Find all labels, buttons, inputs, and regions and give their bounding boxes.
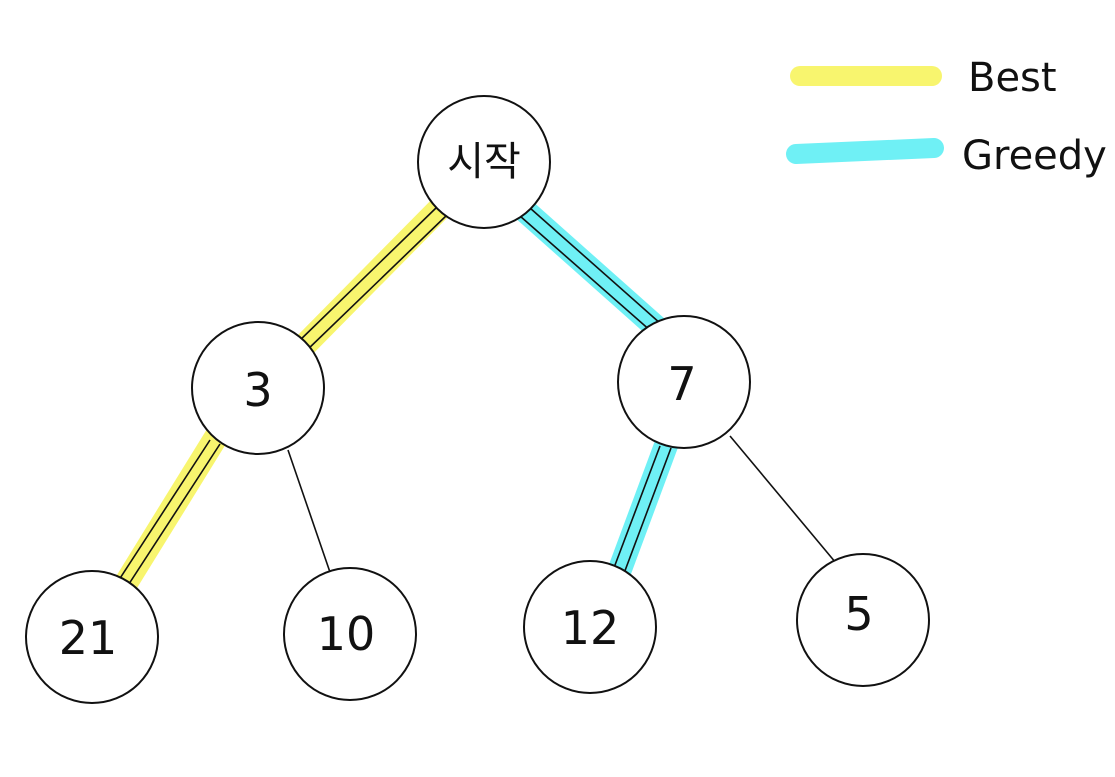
tree-node-root: 시작 bbox=[417, 95, 551, 229]
legend-greedy-label: Greedy bbox=[962, 133, 1107, 179]
tree-node-root-label: 시작 bbox=[447, 139, 521, 185]
edge-root-to-3-a bbox=[295, 206, 438, 345]
tree-node-10-label: 10 bbox=[317, 607, 376, 661]
greedy-highlight-7-to-12 bbox=[604, 428, 680, 592]
edge-3-to-10 bbox=[287, 449, 333, 579]
edge-3-to-21-a bbox=[114, 439, 211, 587]
tree-node-21: 21 bbox=[25, 570, 159, 704]
edge-root-to-7-a bbox=[519, 215, 653, 333]
edge-root-to-7-b bbox=[529, 207, 662, 325]
tree-node-7: 7 bbox=[617, 315, 751, 449]
legend-greedy-swatch bbox=[786, 138, 944, 164]
greedy-highlight-root-to-7 bbox=[510, 196, 669, 340]
tree-node-12-label: 12 bbox=[561, 601, 620, 655]
tree-node-12: 12 bbox=[523, 560, 657, 694]
edges bbox=[114, 206, 837, 591]
tree-node-3: 3 bbox=[191, 321, 325, 455]
tree-node-7-label: 7 bbox=[667, 357, 696, 411]
edge-7-to-12-b bbox=[622, 447, 672, 577]
tree-node-10: 10 bbox=[283, 567, 417, 701]
legend-best-label: Best bbox=[968, 55, 1057, 101]
tree-node-5: 5 bbox=[796, 553, 930, 687]
best-highlight-root-to-3 bbox=[286, 193, 455, 364]
best-highlight-3-to-21 bbox=[106, 422, 230, 608]
tree-node-21-label: 21 bbox=[59, 611, 118, 665]
edge-7-to-5 bbox=[729, 435, 837, 564]
edge-root-to-3-b bbox=[304, 213, 449, 353]
highlights bbox=[106, 193, 680, 608]
edge-7-to-12-a bbox=[611, 445, 661, 574]
tree-node-3-label: 3 bbox=[243, 363, 272, 417]
tree-node-5-label: 5 bbox=[844, 587, 873, 641]
legend: Best Greedy bbox=[786, 55, 1107, 179]
edge-3-to-21-b bbox=[124, 443, 221, 591]
